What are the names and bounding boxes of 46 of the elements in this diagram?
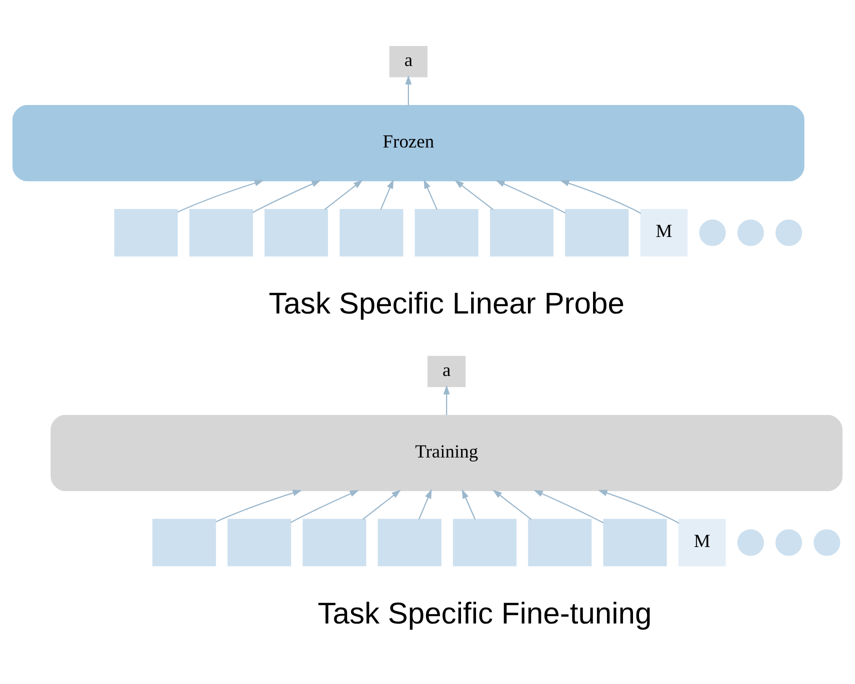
node-box: [302, 518, 366, 566]
node-box: [189, 209, 253, 256]
arrow: [454, 180, 494, 210]
arrow: [534, 490, 604, 524]
arrow: [290, 490, 360, 523]
arrow: [492, 490, 532, 520]
node-box: [264, 209, 328, 256]
arrow: [324, 180, 363, 210]
node-box: [565, 209, 629, 256]
node-box: [340, 209, 404, 256]
arrow: [405, 75, 412, 106]
arrow: [462, 489, 476, 520]
node-box: [452, 518, 517, 566]
arrow: [560, 180, 642, 214]
node-box: Training: [50, 414, 843, 492]
arrow: [252, 180, 321, 214]
arrow: [362, 490, 401, 520]
node-box: [490, 209, 554, 256]
node-box: [378, 518, 442, 566]
node-circle: [737, 219, 764, 246]
arrow: [424, 179, 438, 210]
node-box: a: [389, 46, 428, 78]
arrow: [380, 179, 394, 210]
node-box: M: [678, 518, 726, 566]
node-box: [414, 209, 478, 256]
arrow: [443, 385, 450, 416]
node-box: M: [640, 209, 688, 256]
node-box: [603, 518, 667, 566]
arrow: [177, 180, 264, 213]
label: Task Specific Fine-tuning: [318, 597, 652, 630]
node-circle: [737, 529, 764, 556]
node-box: [228, 518, 292, 566]
node-box: [114, 209, 178, 256]
arrow: [418, 489, 432, 520]
label: Task Specific Linear Probe: [268, 287, 624, 320]
arrow: [216, 490, 302, 522]
node-circle: [775, 529, 802, 556]
node-box: [528, 518, 592, 566]
node-box: Frozen: [12, 105, 804, 182]
arrow: [598, 490, 680, 524]
node-circle: [699, 219, 726, 246]
node-box: [152, 518, 216, 566]
node-circle: [775, 219, 802, 246]
node-circle: [814, 529, 840, 556]
arrow: [495, 180, 566, 214]
node-box: a: [428, 356, 466, 388]
